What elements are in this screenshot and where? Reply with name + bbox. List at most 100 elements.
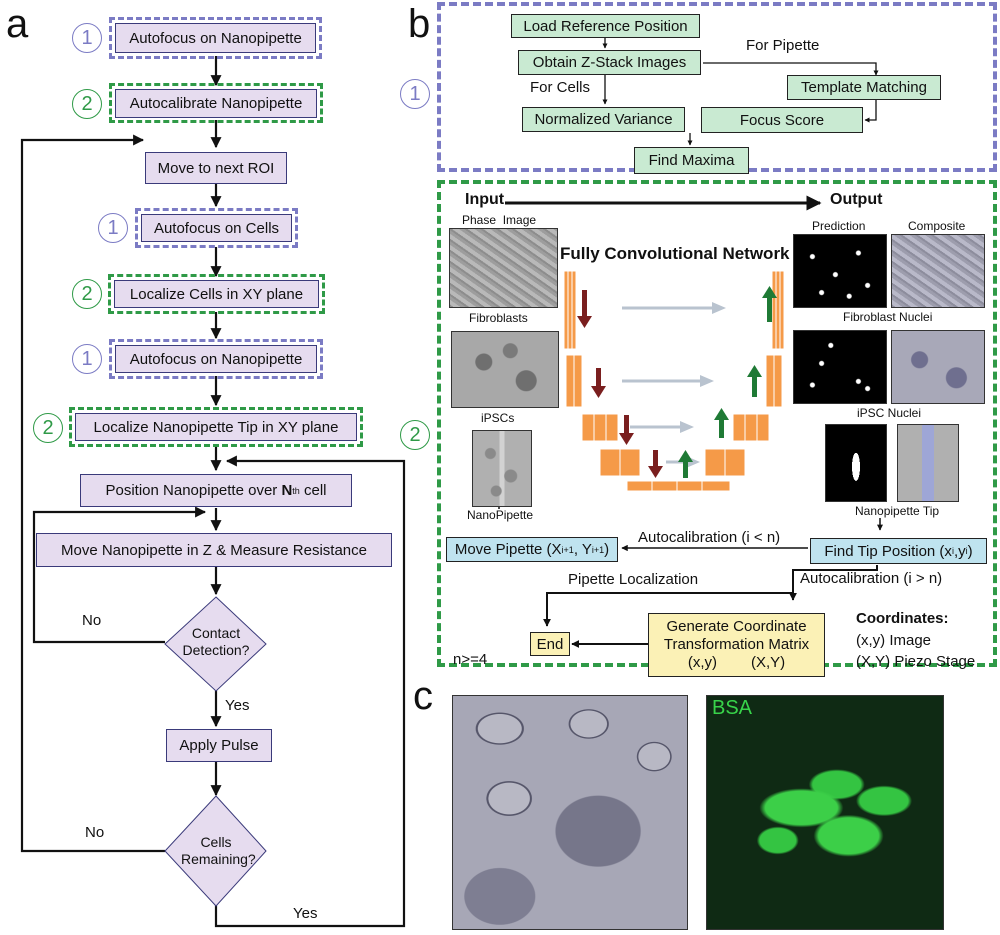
step-autofocus-cells: Autofocus on Cells bbox=[141, 214, 292, 242]
tip-sub2: i bbox=[965, 546, 968, 556]
position-sup: th bbox=[292, 485, 300, 496]
step-localize-tip: Localize Nanopipette Tip in XY plane bbox=[75, 413, 357, 441]
marker-2-b: 2 bbox=[400, 420, 430, 450]
move-mid: , Y bbox=[573, 541, 592, 558]
step-zstack: Obtain Z-Stack Images bbox=[518, 50, 701, 75]
marker-1-autofocus: 1 bbox=[72, 23, 102, 53]
decision-cells-line2: Remaining? bbox=[181, 851, 256, 867]
unet-r2-b bbox=[773, 354, 783, 408]
image-nanopipette bbox=[472, 430, 532, 507]
dashed-green-frame bbox=[69, 407, 363, 447]
move-sub1: i+1 bbox=[561, 544, 574, 555]
label-fibroblast-nuclei: Fibroblast Nuclei bbox=[843, 310, 933, 324]
marker-1-cells: 1 bbox=[98, 213, 128, 243]
label-nanopipette: NanoPipette bbox=[467, 508, 534, 522]
image-prediction-ipsc bbox=[793, 330, 887, 404]
down-arrow-1 bbox=[577, 316, 592, 328]
image-ipscs bbox=[451, 331, 559, 408]
arrow-b3 bbox=[703, 62, 879, 76]
label-autocal-lt: Autocalibration (i < n) bbox=[638, 529, 781, 546]
dashed-blue-frame bbox=[109, 339, 323, 379]
step-apply-pulse: Apply Pulse bbox=[166, 729, 272, 762]
step-move-next-roi: Move to next ROI bbox=[145, 152, 287, 184]
decision-contact-line2: Detection? bbox=[182, 642, 250, 658]
label-nanopipette-tip: Nanopipette Tip bbox=[855, 504, 940, 518]
decision-cells: Cells Remaining? bbox=[181, 834, 256, 868]
image-prediction-fibroblast bbox=[793, 234, 887, 308]
position-text: Position Nanopipette over bbox=[105, 482, 282, 499]
label-phase-image: Phase Image bbox=[462, 213, 537, 227]
label-output: Output bbox=[830, 191, 883, 208]
image-bsa-fluorescence bbox=[706, 695, 944, 930]
label-for-cells: For Cells bbox=[530, 79, 591, 96]
diamond-contact bbox=[164, 596, 267, 692]
unet-bottom-d bbox=[701, 480, 731, 492]
label-coordinates: Coordinates: bbox=[856, 610, 949, 627]
dashed-blue-frame bbox=[135, 208, 298, 248]
loop-yes-cells bbox=[214, 455, 406, 928]
label-for-pipette: For Pipette bbox=[746, 37, 820, 54]
label-no-contact: No bbox=[82, 612, 102, 629]
unet-r1-c bbox=[779, 270, 785, 350]
gen-xy: (x,y) bbox=[687, 654, 717, 671]
gen-line3: (x,y) (X,Y) bbox=[688, 654, 785, 672]
down-arrow-4 bbox=[648, 466, 663, 478]
step-autofocus-nanopipette: Autofocus on Nanopipette bbox=[115, 23, 316, 53]
step-autocalibrate: Autocalibrate Nanopipette bbox=[115, 89, 317, 118]
unet-l3-c bbox=[605, 413, 619, 442]
image-fibroblasts bbox=[449, 228, 558, 308]
marker-2-localize-cells: 2 bbox=[72, 279, 102, 309]
image-composite-ipsc bbox=[891, 330, 985, 404]
loop-no-contact bbox=[32, 506, 207, 644]
label-input: Input bbox=[465, 191, 505, 208]
label-yes-contact: Yes bbox=[225, 697, 250, 714]
gen-line2: Transformation Matrix bbox=[663, 636, 810, 653]
up-arrow-2 bbox=[714, 408, 729, 420]
marker-1-b: 1 bbox=[400, 79, 430, 109]
down-arrow-3 bbox=[619, 433, 634, 445]
panel-label-b: b bbox=[408, 2, 431, 46]
marker-2-autocalibrate: 2 bbox=[72, 89, 102, 119]
position-suffix: cell bbox=[299, 482, 327, 499]
label-coords-image: (x,y) Image bbox=[856, 632, 932, 649]
label-bsa: BSA bbox=[712, 697, 753, 719]
dashed-green-frame bbox=[108, 274, 325, 314]
label-ipscs: iPSCs bbox=[481, 411, 515, 425]
decision-cells-line1: Cells bbox=[200, 834, 232, 850]
marker-1-pipette: 1 bbox=[72, 344, 102, 374]
decision-contact-line1: Contact bbox=[191, 625, 241, 641]
step-end: End bbox=[530, 632, 570, 656]
step-autofocus-nanopipette-2: Autofocus on Nanopipette bbox=[115, 345, 317, 373]
diamond-cells bbox=[164, 795, 267, 907]
dashed-blue-frame bbox=[109, 17, 322, 59]
arrow-b4 bbox=[864, 100, 877, 123]
move-pipette-text: Move Pipette (X bbox=[454, 541, 562, 558]
position-n: N bbox=[281, 482, 293, 499]
label-autocal-gt: Autocalibration (i > n) bbox=[800, 570, 943, 587]
arrow-pipette-loc bbox=[543, 570, 794, 627]
image-composite-fibroblast bbox=[891, 234, 985, 308]
label-fibroblasts: Fibroblasts bbox=[469, 311, 528, 325]
label-coords-piezo: (X,Y) Piezo Stage bbox=[856, 653, 976, 670]
step-find-maxima: Find Maxima bbox=[634, 147, 749, 174]
step-generate-matrix: Generate Coordinate Transformation Matri… bbox=[648, 613, 825, 677]
label-no-cells: No bbox=[85, 824, 105, 841]
image-prediction-tip bbox=[825, 424, 887, 502]
up-arrow-1 bbox=[678, 450, 693, 462]
move-end: ) bbox=[604, 541, 610, 558]
down-arrow-2 bbox=[591, 386, 606, 398]
panel-label-a: a bbox=[6, 2, 29, 46]
find-tip-text: Find Tip Position (x bbox=[824, 542, 952, 560]
step-focus-score: Focus Score bbox=[701, 107, 863, 133]
label-ipsc-nuclei: iPSC Nuclei bbox=[857, 406, 922, 420]
label-n-condition: n>=4 bbox=[453, 651, 488, 668]
label-pipette-localization: Pipette Localization bbox=[568, 571, 699, 588]
label-fcn: Fully Convolutional Network bbox=[560, 244, 790, 263]
step-template-matching: Template Matching bbox=[787, 75, 941, 100]
unet-l4-b bbox=[619, 448, 641, 477]
gen-XY: (X,Y) bbox=[751, 654, 786, 671]
up-arrow-3 bbox=[747, 365, 762, 377]
